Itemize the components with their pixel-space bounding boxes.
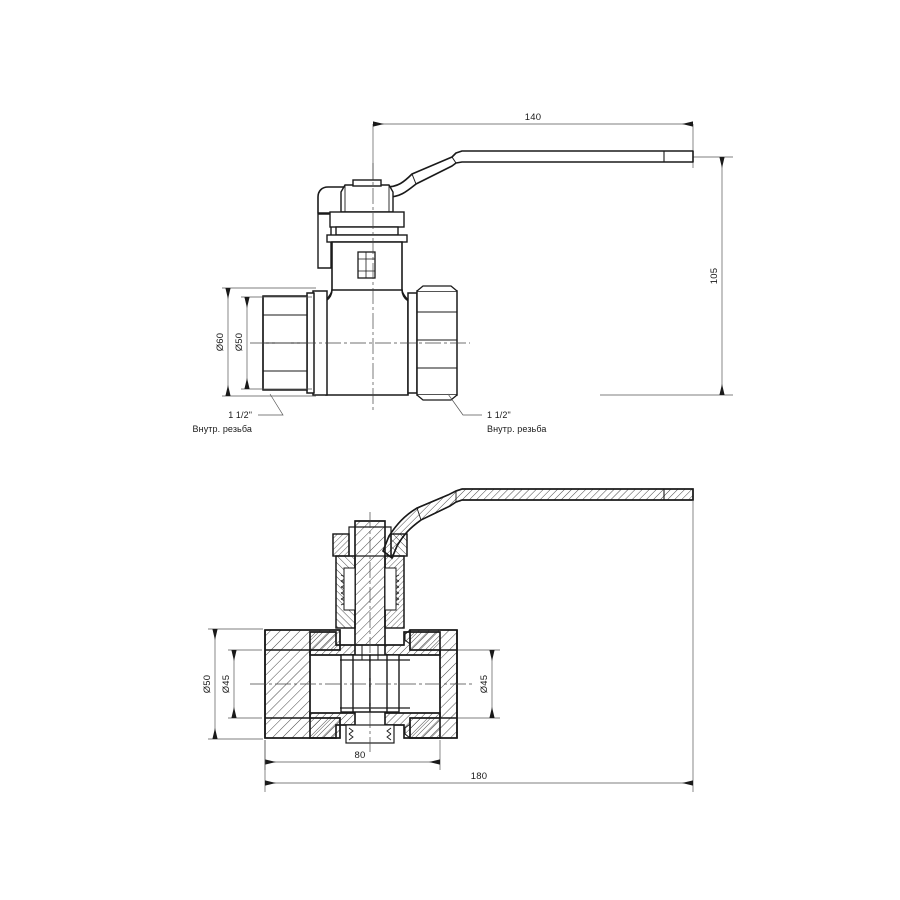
dimension-label-d50-bottom: Ø50 [202, 675, 213, 694]
dimension-overall-length-180 [264, 500, 694, 792]
callout-right-thread-type: Внутр. резьба [487, 424, 546, 434]
bottom-view-centerlines [250, 512, 475, 752]
section-gland-housing [335, 555, 405, 629]
callout-left-thread-size: 1 1/2" [228, 410, 252, 420]
dimension-inner-diameter-50 [241, 296, 312, 390]
dimension-outer-diameter-60 [222, 287, 316, 397]
top-view-centerlines [250, 163, 470, 410]
dimension-label-80: 80 [355, 750, 366, 761]
valve-gland-plate [326, 211, 408, 243]
dimension-label-180: 180 [471, 771, 487, 782]
leader-left-thread [258, 393, 284, 416]
bottom-view-section: Ø50 Ø45 Ø45 80 180 [202, 488, 694, 792]
callout-left-thread-type: Внутр. резьба [193, 424, 252, 434]
top-view-elevation: 140 105 [193, 112, 733, 434]
dimension-overall-height-105 [600, 156, 733, 396]
dimension-bore-diameter-45-right [458, 649, 500, 719]
dimension-label-d50-top: Ø50 [234, 333, 245, 352]
dimension-label-d45-right: Ø45 [479, 675, 490, 694]
valve-body-main [325, 289, 409, 396]
dimension-outer-diameter-50 [208, 628, 263, 740]
dimension-label-d45-left: Ø45 [221, 675, 232, 694]
body-marking-plate [357, 251, 376, 279]
leader-right-thread [447, 393, 482, 416]
stem-hex-nut [340, 179, 394, 213]
handle-bracket-arm [317, 213, 332, 269]
dimension-label-105: 105 [709, 268, 720, 284]
callout-right-thread-size: 1 1/2" [487, 410, 511, 420]
dimension-label-d60: Ø60 [215, 333, 226, 352]
dimension-bore-diameter-45-left [228, 649, 262, 719]
dimension-label-140: 140 [525, 112, 541, 123]
